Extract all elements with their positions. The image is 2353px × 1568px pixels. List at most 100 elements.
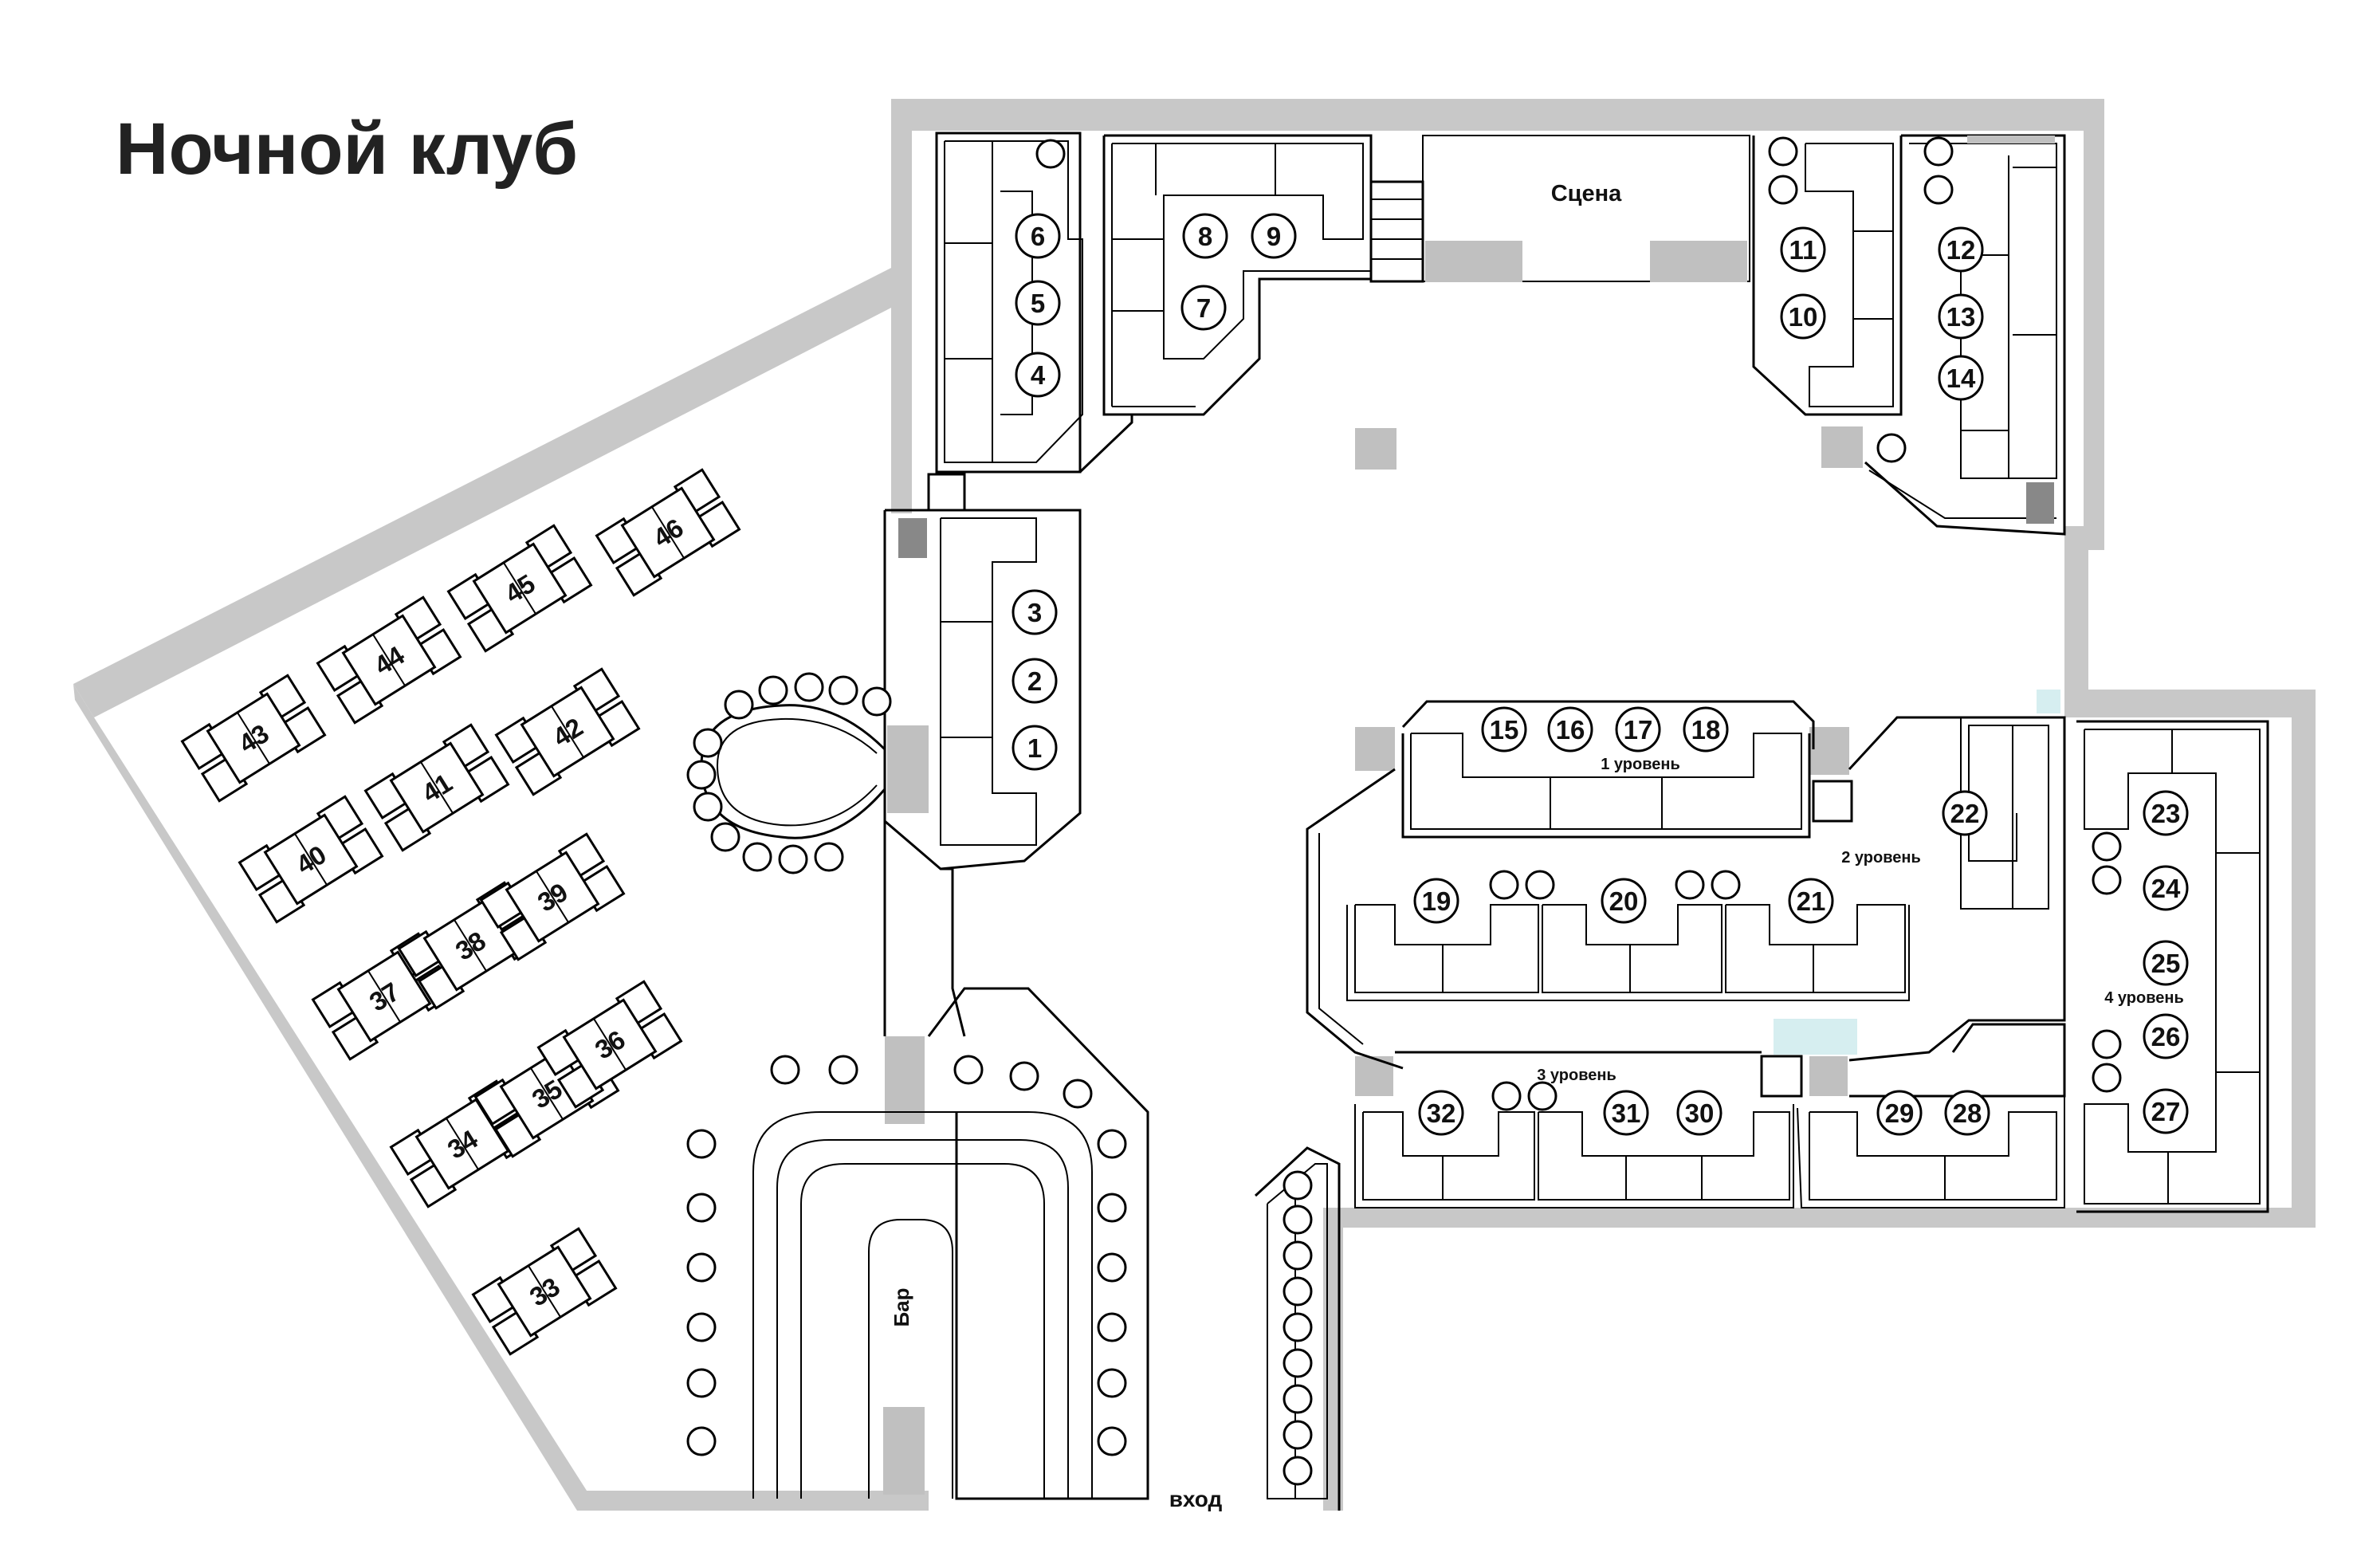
stool-icon (758, 675, 788, 705)
stool-icon (1711, 870, 1741, 900)
stool-icon (686, 1193, 717, 1223)
level-3-label: 3 уровень (1537, 1067, 1616, 1084)
stool-icon (1097, 1193, 1127, 1223)
table-15[interactable]: 15 (1481, 706, 1527, 753)
table-number: 7 (1196, 293, 1211, 323)
table-8[interactable]: 8 (1182, 213, 1228, 259)
stool-icon (686, 1252, 717, 1283)
lower-zone: 1 уровень 2 уровень 3 уровень 4 уровень (1254, 700, 2269, 1511)
table-18[interactable]: 18 (1683, 706, 1729, 753)
table-27[interactable]: 27 (2143, 1088, 2189, 1134)
table-number: 8 (1198, 222, 1212, 251)
table-7[interactable]: 7 (1180, 285, 1227, 331)
table-23[interactable]: 23 (2143, 790, 2189, 836)
table-32[interactable]: 32 (1418, 1090, 1464, 1136)
stool-icon (1009, 1061, 1039, 1091)
table-46[interactable]: 46 (595, 468, 741, 597)
stool-icon (1035, 139, 1066, 169)
table-number: 29 (1885, 1098, 1915, 1128)
stool-icon (1283, 1348, 1313, 1378)
table-number: 22 (1950, 799, 1980, 828)
table-13[interactable]: 13 (1938, 293, 1984, 340)
table-31[interactable]: 31 (1603, 1090, 1649, 1136)
table-number: 17 (1624, 715, 1653, 745)
table-40[interactable]: 40 (238, 795, 384, 924)
table-number: 28 (1953, 1098, 1982, 1128)
table-26[interactable]: 26 (2143, 1013, 2189, 1059)
walls (73, 99, 2316, 1511)
stool-icon (770, 1055, 800, 1085)
table-number: 18 (1691, 715, 1721, 745)
table-21[interactable]: 21 (1788, 878, 1834, 924)
table-number: 4 (1031, 360, 1046, 390)
table-1[interactable]: 1 (1012, 725, 1058, 771)
table-33[interactable]: 33 (471, 1227, 618, 1356)
table-number: 9 (1267, 222, 1281, 251)
table-number: 11 (1789, 235, 1817, 265)
stool-icon (778, 844, 808, 874)
stool-icon (1491, 1081, 1522, 1111)
stool-icon (724, 690, 754, 720)
table-17[interactable]: 17 (1615, 706, 1661, 753)
table-45[interactable]: 45 (446, 524, 593, 653)
table-30[interactable]: 30 (1676, 1090, 1723, 1136)
table-9[interactable]: 9 (1251, 213, 1297, 259)
stool-icon (2092, 1063, 2122, 1093)
table-12[interactable]: 12 (1938, 226, 1984, 273)
level-1-label: 1 уровень (1601, 756, 1680, 773)
stool-icon (686, 1426, 717, 1456)
stool-icon (1525, 870, 1555, 900)
stool-icon (2092, 865, 2122, 895)
table-10[interactable]: 10 (1780, 293, 1826, 340)
table-24[interactable]: 24 (2143, 865, 2189, 911)
stool-icon (1283, 1170, 1313, 1201)
table-6[interactable]: 6 (1015, 213, 1061, 259)
table-25[interactable]: 25 (2143, 940, 2189, 986)
stool-icon (1283, 1312, 1313, 1342)
table-number: 13 (1946, 302, 1976, 332)
table-number: 21 (1797, 886, 1826, 916)
table-16[interactable]: 16 (1547, 706, 1593, 753)
level-4-label: 4 уровень (2104, 989, 2184, 1007)
stool-icon (1283, 1456, 1313, 1486)
table-43[interactable]: 43 (180, 674, 327, 803)
table-44[interactable]: 44 (316, 595, 462, 725)
table-number: 32 (1427, 1098, 1456, 1128)
table-number: 20 (1609, 886, 1639, 916)
entrance-label: вход (1169, 1487, 1223, 1511)
table-19[interactable]: 19 (1413, 878, 1459, 924)
table-11[interactable]: 11 (1780, 226, 1826, 273)
bar-label: Бар (890, 1287, 913, 1326)
table-number: 25 (2151, 949, 2181, 978)
table-number: 12 (1946, 235, 1976, 265)
table-5[interactable]: 5 (1015, 280, 1061, 326)
table-3[interactable]: 3 (1012, 589, 1058, 635)
table-number: 24 (2151, 874, 2181, 903)
table-41[interactable]: 41 (363, 723, 510, 852)
stool-icon (1675, 870, 1705, 900)
table-22[interactable]: 22 (1942, 790, 1988, 836)
stool-icon (1097, 1368, 1127, 1398)
stool-icon (1097, 1252, 1127, 1283)
table-28[interactable]: 28 (1944, 1090, 1990, 1136)
table-4[interactable]: 4 (1015, 352, 1061, 398)
table-number: 3 (1027, 598, 1042, 627)
stool-icon (1097, 1312, 1127, 1342)
stool-icon (686, 760, 717, 790)
stool-icon (828, 1055, 858, 1085)
table-20[interactable]: 20 (1601, 878, 1647, 924)
table-number: 31 (1612, 1098, 1641, 1128)
stool-icon (794, 672, 824, 702)
table-36[interactable]: 36 (536, 980, 683, 1109)
table-14[interactable]: 14 (1938, 355, 1984, 401)
table-29[interactable]: 29 (1876, 1090, 1923, 1136)
stool-icon (1527, 1081, 1558, 1111)
table-2[interactable]: 2 (1012, 658, 1058, 704)
table-39[interactable]: 39 (479, 832, 626, 961)
oval-bar (700, 704, 886, 839)
table-number: 16 (1556, 715, 1585, 745)
booth-12-14 (1864, 134, 2066, 536)
table-number: 27 (2151, 1097, 2181, 1126)
table-42[interactable]: 42 (494, 667, 641, 796)
